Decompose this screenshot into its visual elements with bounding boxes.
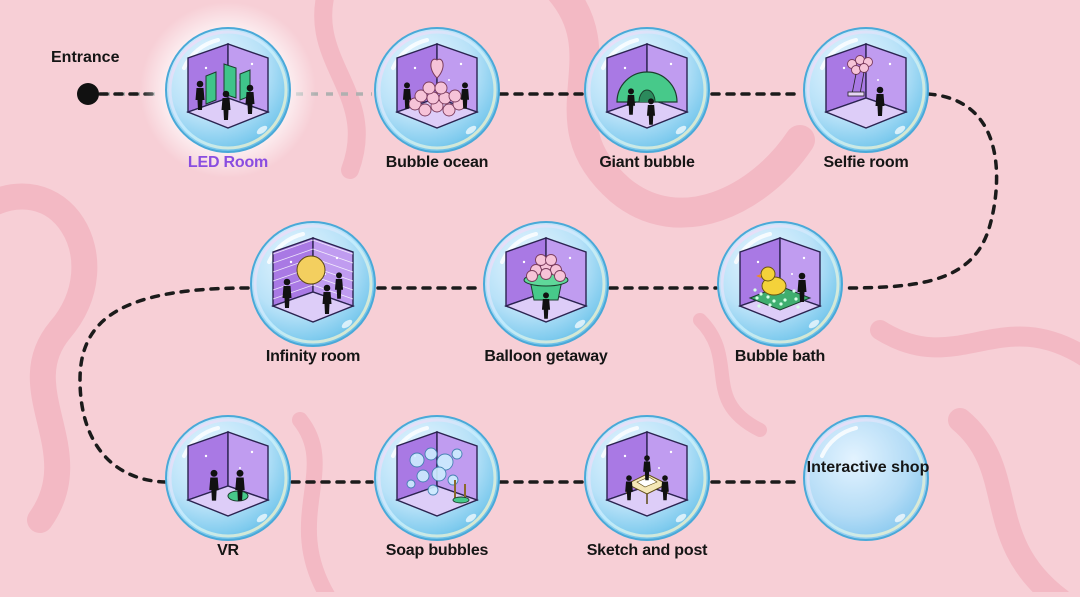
interactive-shop-label: Interactive shop [806,459,930,476]
bubble-bath-icon [738,237,822,323]
balloon-getaway-icon [504,237,588,323]
room-node-bubble-bath[interactable] [717,221,843,347]
room-node-led-room[interactable] [165,27,291,153]
room-node-giant-bubble[interactable] [584,27,710,153]
room-label-sketch-and-post: Sketch and post [586,542,708,559]
selfie-room-icon [824,43,908,129]
room-label-bubble-ocean: Bubble ocean [385,154,489,171]
giant-bubble-icon [605,43,689,129]
bubble-ocean-icon [395,43,479,129]
room-node-vr[interactable] [165,415,291,541]
vr-icon [186,431,270,517]
led-room-icon [186,43,270,129]
interactive-shop-icon[interactable] [803,415,929,541]
infinity-room-icon [271,237,355,323]
room-label-bubble-bath: Bubble bath [734,348,826,365]
entrance-marker[interactable] [77,83,99,105]
route-path [78,92,999,484]
room-label-infinity-room: Infinity room [265,348,361,365]
room-node-bubble-ocean[interactable] [374,27,500,153]
room-label-soap-bubbles: Soap bubbles [385,542,489,559]
entrance-label: Entrance [51,49,120,66]
rooms-layer [165,27,929,541]
room-label-vr: VR [217,542,239,559]
room-label-led-room: LED Room [187,154,269,171]
sketch-and-post-icon [605,431,689,517]
room-node-sketch-and-post[interactable] [584,415,710,541]
room-node-selfie-room[interactable] [803,27,929,153]
room-node-soap-bubbles[interactable] [374,415,500,541]
room-label-selfie-room: Selfie room [823,154,909,171]
room-label-balloon-getaway: Balloon getaway [484,348,608,365]
soap-bubbles-icon [395,431,479,517]
room-node-balloon-getaway[interactable] [483,221,609,347]
room-label-giant-bubble: Giant bubble [599,154,695,171]
room-node-infinity-room[interactable] [250,221,376,347]
